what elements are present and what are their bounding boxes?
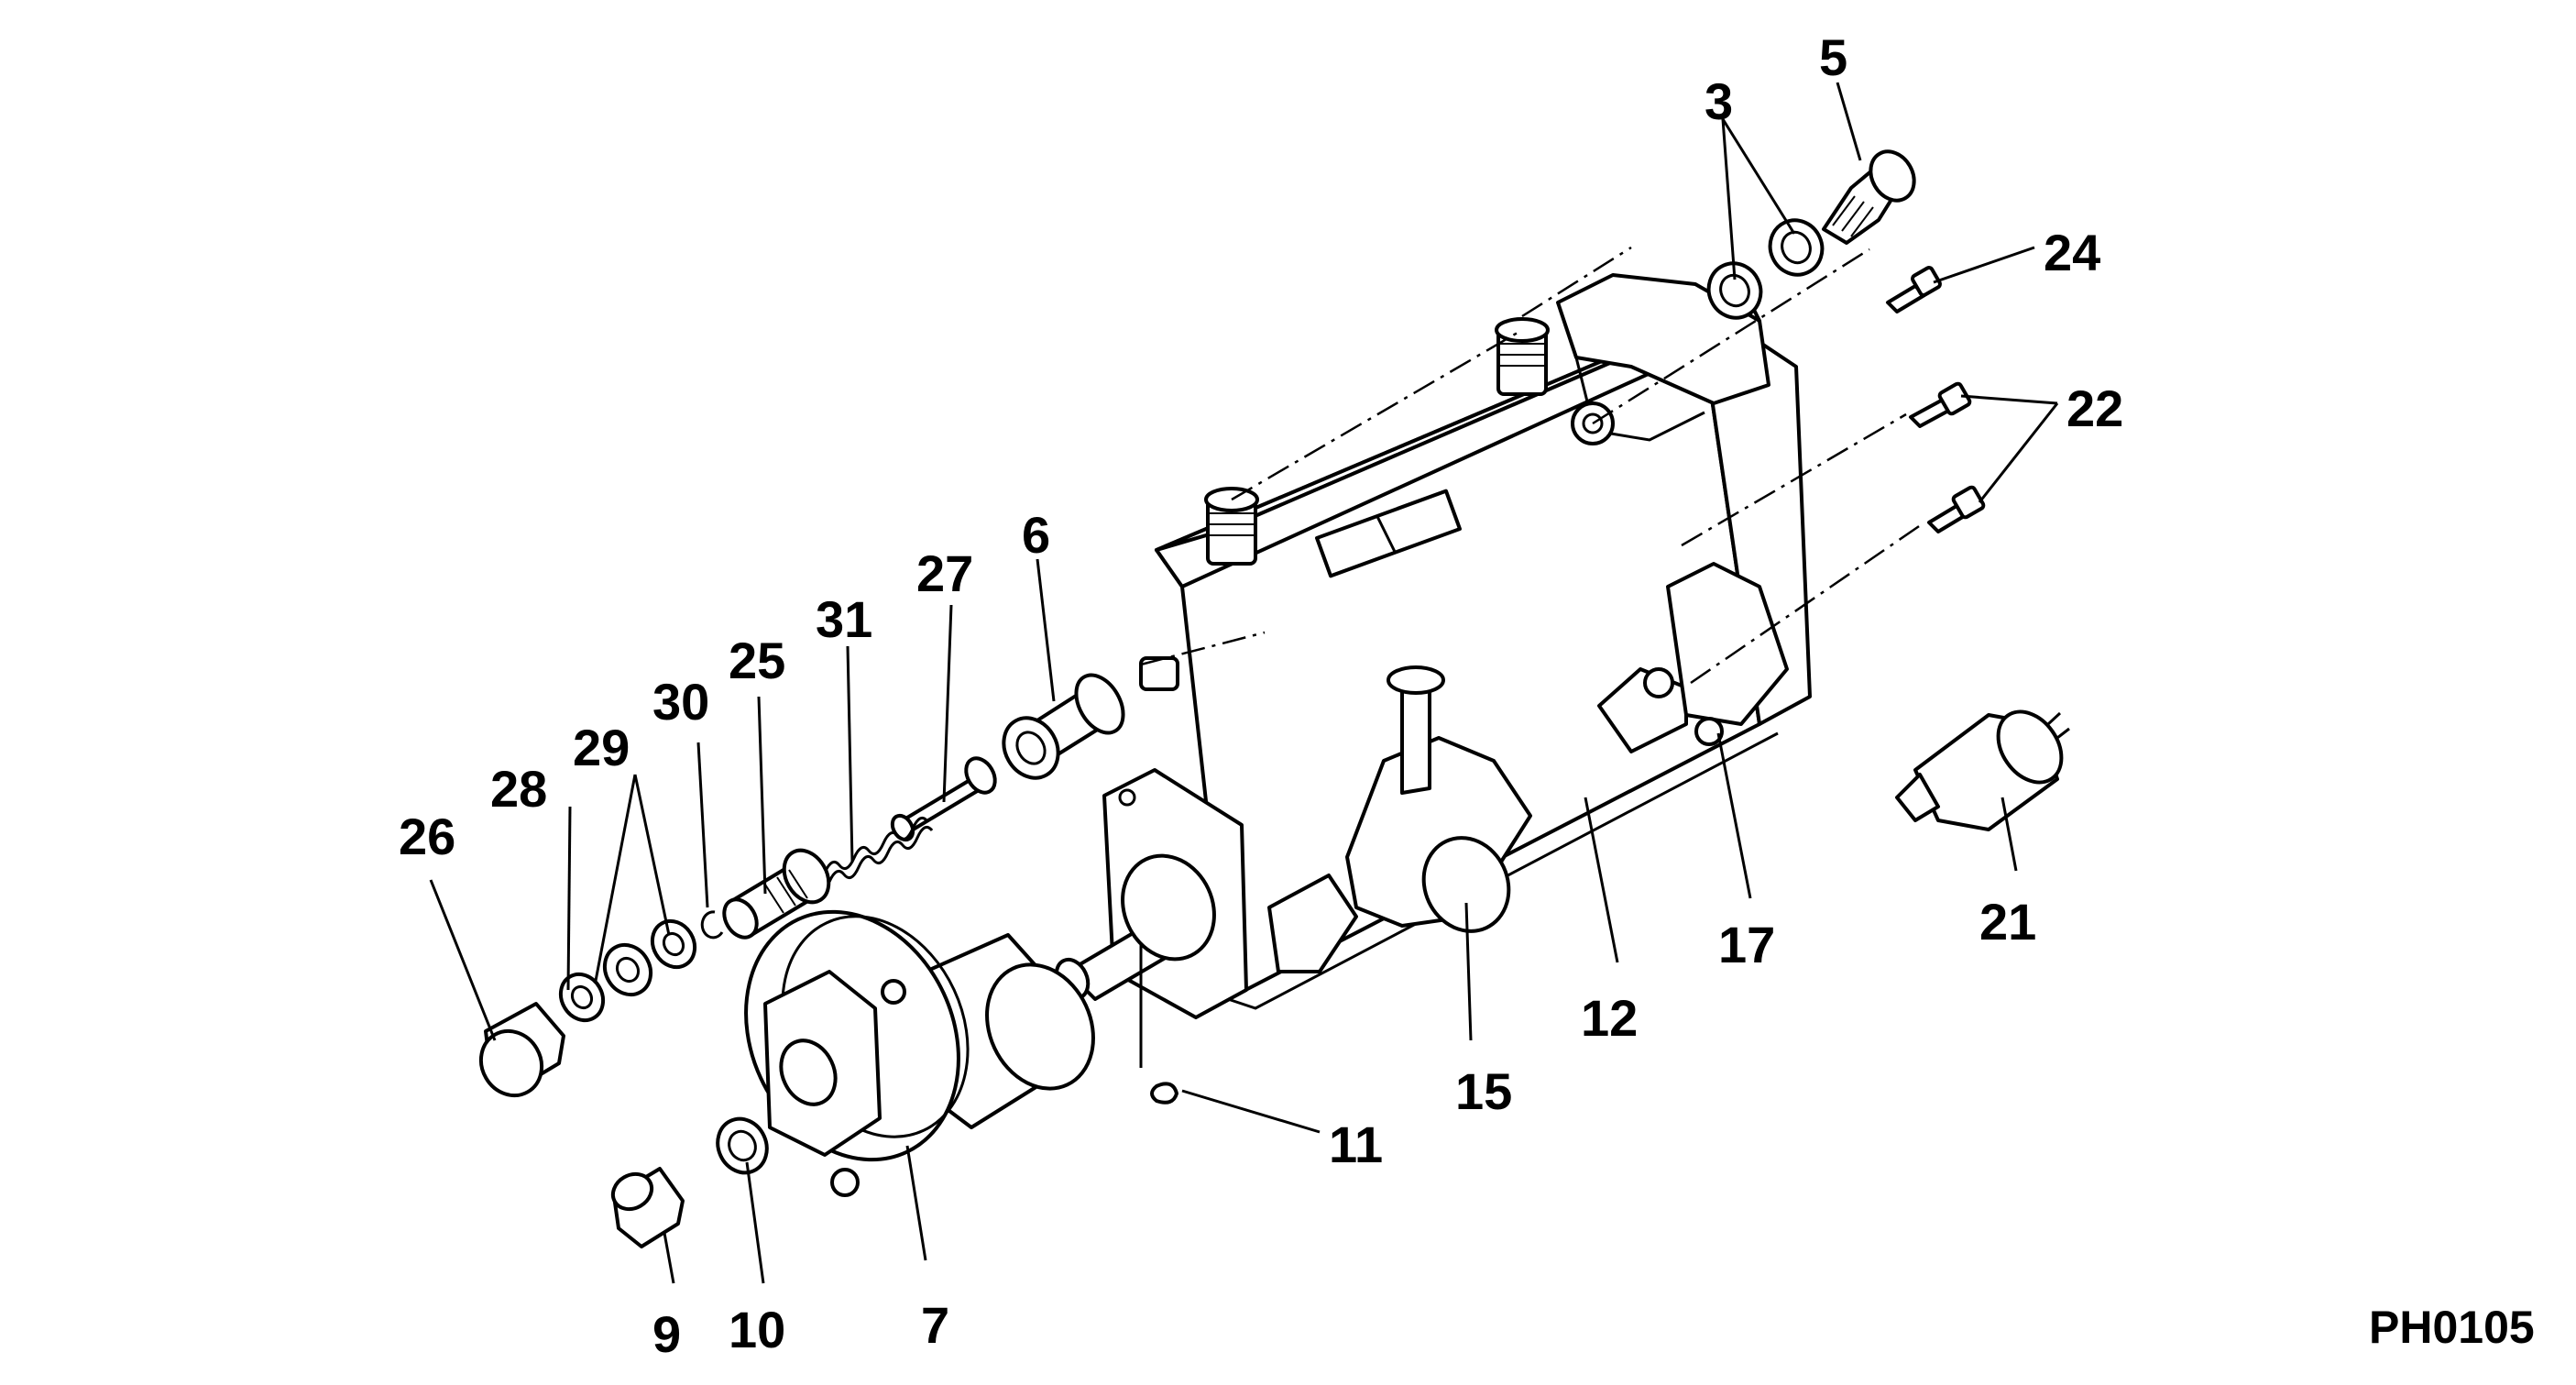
callout-3: 3 <box>1705 72 1733 130</box>
sealing-washer-3 <box>1768 218 1825 277</box>
coupling-7 <box>744 909 1095 1197</box>
screw-22 <box>1927 485 1986 533</box>
retainer-ring-10 <box>716 1116 769 1175</box>
callout-26: 26 <box>399 808 455 865</box>
assembly-center-lines <box>1140 246 1925 685</box>
callout-27: 27 <box>916 544 973 602</box>
callout-17: 17 <box>1718 916 1775 973</box>
pump-housing <box>1054 273 1812 1019</box>
callout-24: 24 <box>2044 224 2100 281</box>
piston-25 <box>722 848 831 940</box>
callout-7: 7 <box>921 1296 949 1354</box>
washer-28 <box>558 972 606 1023</box>
solenoid-21 <box>1895 709 2070 831</box>
callout-30: 30 <box>652 673 709 731</box>
callout-28: 28 <box>490 760 547 818</box>
callout-15: 15 <box>1455 1062 1512 1120</box>
callout-5: 5 <box>1819 28 1847 86</box>
plug-screw-5 <box>1822 149 1916 245</box>
sleeve-9 <box>610 1167 685 1248</box>
callout-22: 22 <box>2066 379 2123 437</box>
screw-22 <box>1909 381 1972 428</box>
spring-31 <box>823 816 934 883</box>
callout-10: 10 <box>729 1301 785 1358</box>
delivery-valve-fitting <box>1204 487 1259 566</box>
callout-11: 11 <box>1329 1116 1383 1173</box>
callout-labels: 3 5 24 22 6 27 31 25 30 29 28 26 11 15 1… <box>399 28 2535 1363</box>
cap-nut-26 <box>478 1002 565 1098</box>
screw-24 <box>1886 266 1942 313</box>
circlip-30 <box>700 910 724 940</box>
callout-29: 29 <box>573 719 630 776</box>
drawing-code: PH0105 <box>2369 1302 2535 1353</box>
washer-29 <box>650 918 697 970</box>
callout-31: 31 <box>816 590 872 648</box>
sealing-washer-3 <box>1706 261 1763 320</box>
sleeve-6 <box>1002 673 1125 780</box>
callout-12: 12 <box>1581 989 1638 1047</box>
key-11 <box>1150 1082 1178 1105</box>
callout-21: 21 <box>1979 893 2036 951</box>
callout-25: 25 <box>729 632 785 689</box>
washer-29 <box>602 942 653 997</box>
callout-6: 6 <box>1022 506 1050 564</box>
delivery-valve-fitting <box>1495 317 1550 396</box>
leader-lines <box>429 82 2059 1284</box>
callout-9: 9 <box>652 1305 681 1363</box>
